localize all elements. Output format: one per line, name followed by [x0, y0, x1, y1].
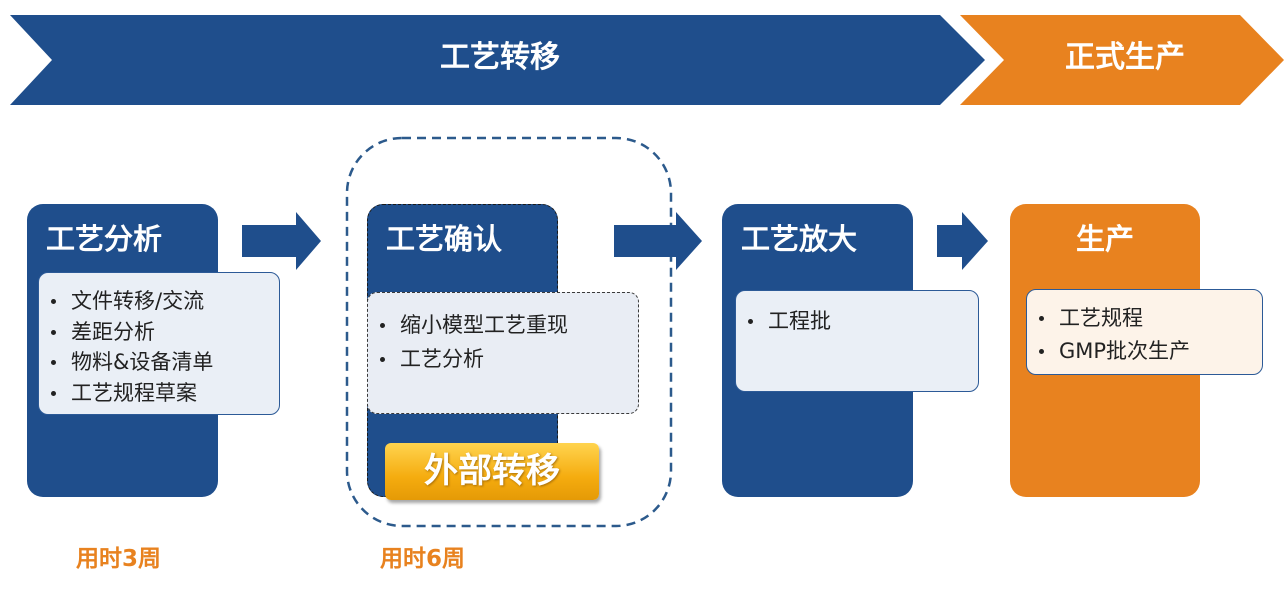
production-phase-label: 正式生产 [1065, 40, 1185, 75]
stage-items-scaleup: 工程批 [735, 290, 979, 392]
arrow-1 [242, 212, 321, 270]
external-transfer-button[interactable]: 外部转移 [385, 443, 599, 500]
list-item: 工艺分析 [368, 342, 638, 376]
list-item: GMP批次生产 [1027, 335, 1262, 368]
stage-items-confirmation: 缩小模型工艺重现 工艺分析 [367, 292, 639, 414]
stage-title-analysis: 工艺分析 [46, 222, 163, 256]
stage-title-production: 生产 [1075, 222, 1134, 256]
stage-items-production: 工艺规程 GMP批次生产 [1026, 289, 1263, 375]
production-chevron [960, 15, 1284, 105]
stage-title-confirmation: 工艺确认 [386, 222, 503, 256]
list-item: 物料&设备清单 [39, 347, 279, 378]
transfer-phase-label: 工艺转移 [440, 40, 560, 75]
list-item: 文件转移/交流 [39, 286, 279, 317]
list-item: 缩小模型工艺重现 [368, 308, 638, 342]
transfer-chevron [10, 15, 985, 105]
duration-confirmation: 用时6周 [380, 546, 466, 572]
stage-items-analysis: 文件转移/交流 差距分析 物料&设备清单 工艺规程草案 [38, 272, 280, 415]
arrow-3 [937, 212, 988, 270]
list-item: 差距分析 [39, 317, 279, 348]
list-item: 工艺规程草案 [39, 378, 279, 409]
stage-title-scaleup: 工艺放大 [741, 222, 858, 256]
phase-banner [10, 15, 1284, 105]
duration-analysis: 用时3周 [76, 546, 162, 572]
arrow-2 [614, 212, 702, 270]
list-item: 工程批 [736, 306, 978, 337]
list-item: 工艺规程 [1027, 302, 1262, 335]
confirmation-group-outline [345, 136, 673, 528]
